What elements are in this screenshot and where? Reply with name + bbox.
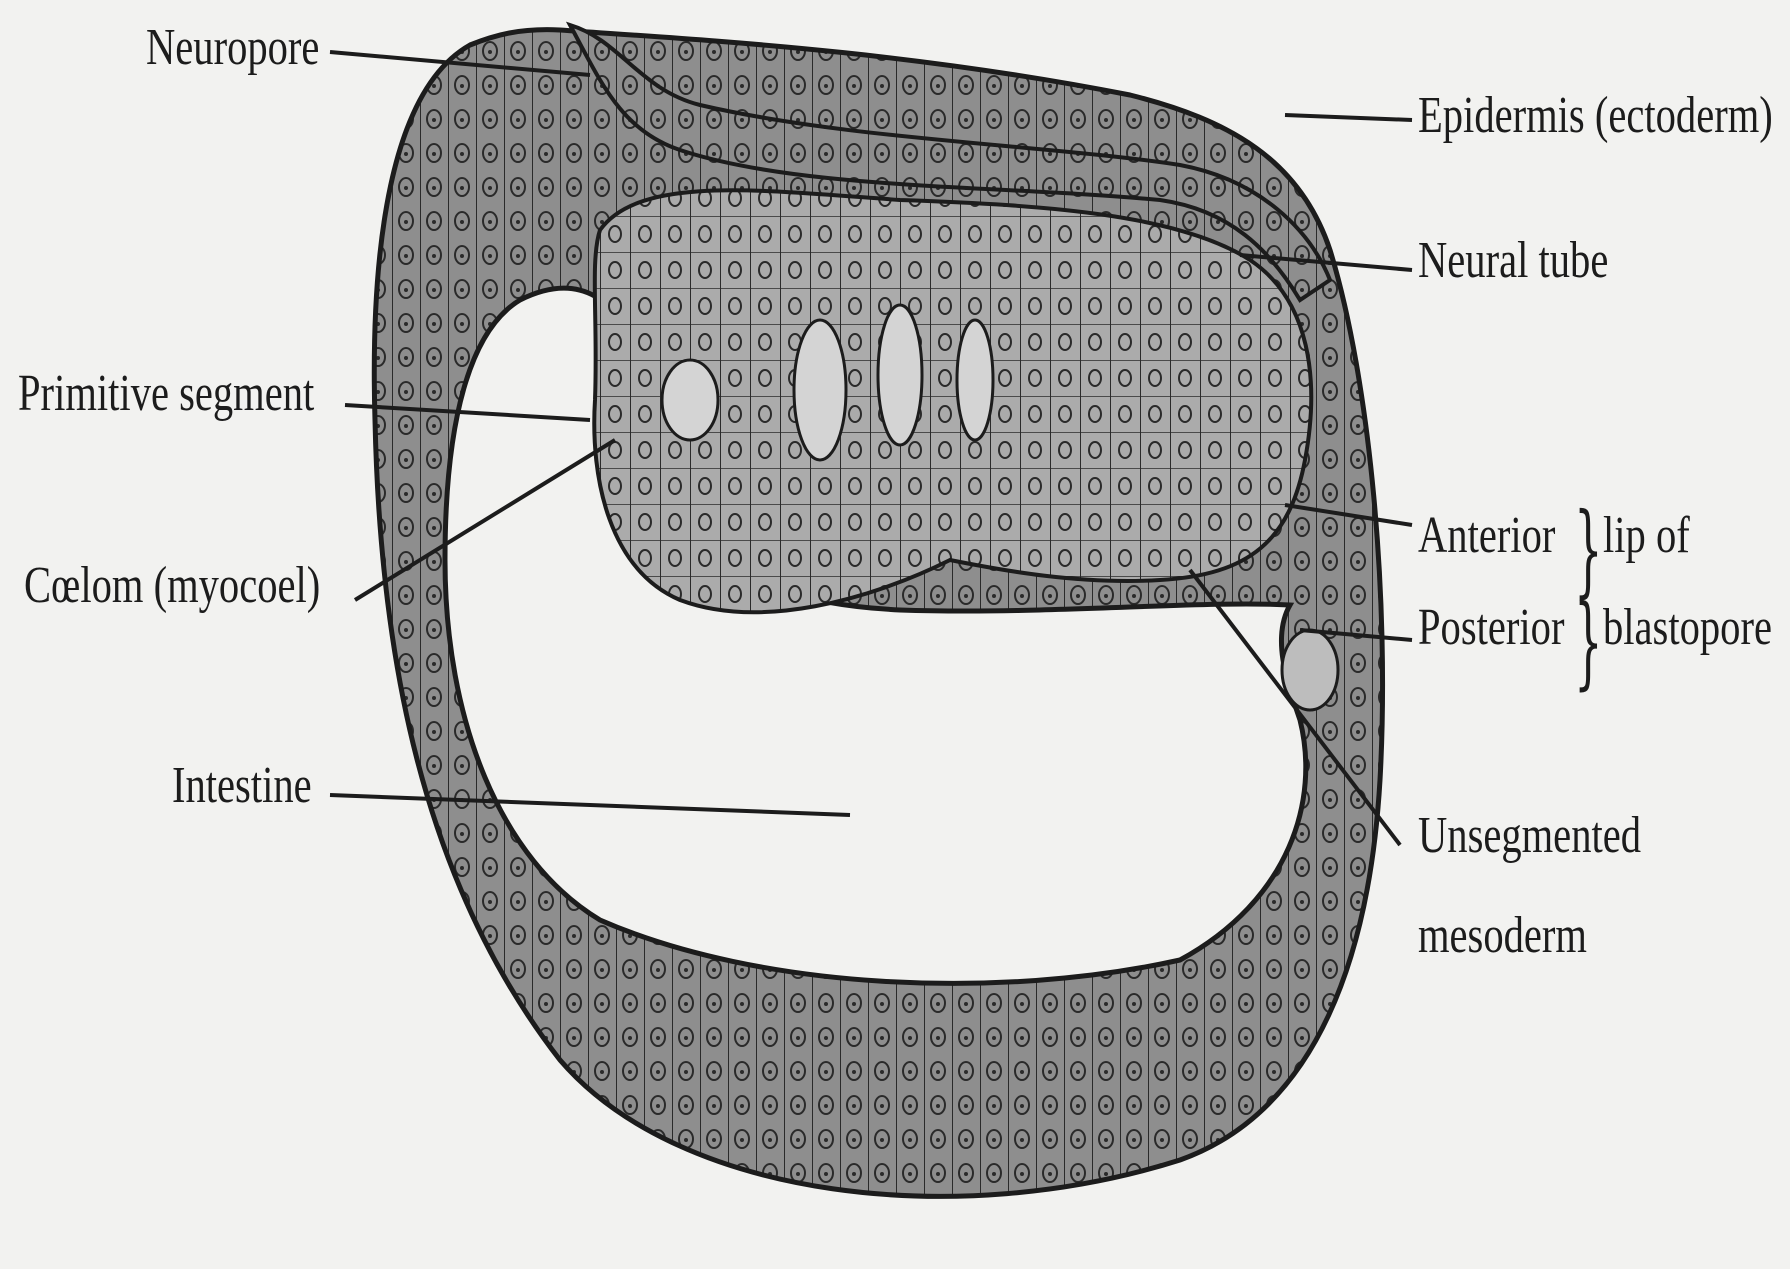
label-neural-tube: Neural tube [1418, 235, 1608, 287]
label-intestine: Intestine [172, 760, 312, 812]
label-neuropore: Neuropore [146, 22, 319, 74]
leader-intestine [330, 795, 850, 815]
label-blastopore: blastopore [1603, 602, 1772, 654]
pale-cell [878, 305, 922, 445]
pale-cell [957, 320, 993, 440]
label-primitive-segment: Primitive segment [18, 368, 314, 420]
label-lip-of: lip of [1603, 510, 1690, 562]
label-unsegmented: Unsegmented [1418, 810, 1641, 862]
label-mesoderm: mesoderm [1418, 910, 1587, 962]
label-posterior: Posterior [1418, 602, 1564, 654]
blastopore-lip [1282, 630, 1338, 710]
label-epidermis: Epidermis (ectoderm) [1418, 90, 1773, 142]
label-coelom: Cœlom (myocoel) [24, 560, 320, 612]
label-anterior: Anterior [1418, 510, 1555, 562]
pale-cell [794, 320, 846, 460]
leader-epidermis [1285, 115, 1412, 120]
primitive-segment [662, 360, 718, 440]
brace-icon: } [1574, 592, 1603, 692]
